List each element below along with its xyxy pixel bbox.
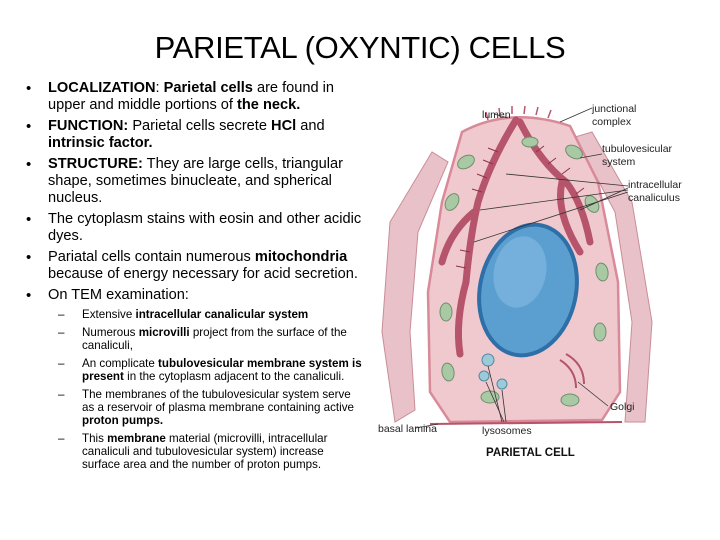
sub-bullet-item: Numerous microvilli project from the sur… <box>48 326 364 352</box>
bullet-item: FUNCTION: Parietal cells secrete HCl and… <box>24 118 364 152</box>
text-segment: The membranes of the tubulovesicular sys… <box>82 388 354 414</box>
nucleus-highlight <box>493 236 547 308</box>
neighbor-cell-left <box>381 151 449 423</box>
text-segment: FUNCTION: <box>48 118 129 134</box>
neighbor-cell-right <box>574 131 653 423</box>
basal-lamina <box>429 421 623 425</box>
parietal-cell-diagram: lumen junctional complex tubulovesicular… <box>378 103 682 459</box>
text-segment: membrane <box>107 432 166 445</box>
diagram-caption: PARIETAL CELL <box>486 447 575 459</box>
text-segment: : <box>155 80 164 96</box>
text-segment: STRUCTURE: <box>48 156 143 172</box>
sub-bullet-item: Extensive intracellular canalicular syst… <box>48 308 364 321</box>
label-lumen: lumen <box>482 109 511 121</box>
label-junctional-line2: complex <box>592 116 632 128</box>
label-intracellular-line2: canaliculus <box>628 192 680 204</box>
text-segment: and <box>296 118 325 134</box>
text-segment: project from the surface of the canalicu… <box>82 326 347 352</box>
slide-title: PARIETAL (OXYNTIC) CELLS <box>154 30 566 65</box>
text-segment: material (microvilli, intracellular cana… <box>82 432 328 471</box>
label-junctional-line1: junctional <box>591 103 636 115</box>
text-segment: The cytoplasm stains with eosin and othe… <box>48 211 362 244</box>
text-segment: intracellular canalicular system <box>135 308 309 321</box>
text-segment: This <box>82 432 108 445</box>
text-segment: microvilli <box>138 326 190 339</box>
apical-microvilli <box>485 105 552 121</box>
text-segment: in the cytoplasm adjacent to the canalic… <box>123 370 345 383</box>
text-segment: Pariatal cells contain numerous <box>48 249 255 265</box>
text-segment: LOCALIZATION <box>48 80 156 96</box>
sub-bullet-item: This membrane material (microvilli, intr… <box>48 432 364 471</box>
label-basal-lamina: basal lamina <box>378 423 437 435</box>
bullet-item: STRUCTURE: They are large cells, triangu… <box>24 156 364 207</box>
bullet-item: On TEM examination: Extensive intracellul… <box>24 287 364 471</box>
text-segment: are found in upper and middle portions o… <box>48 80 335 113</box>
canaliculi-microvilli <box>455 145 585 269</box>
sub-bullet-item: An complicate tubulovesicular membrane s… <box>48 357 364 383</box>
bullet-item: LOCALIZATION: Parietal cells are found i… <box>24 80 364 114</box>
text-segment: Parietal cells secrete <box>128 118 272 134</box>
label-tubulovesicular-line1: tubulovesicular <box>602 143 673 155</box>
text-segment: because of energy necessary for acid sec… <box>48 266 358 282</box>
text-segment: HCl <box>271 118 297 134</box>
label-tubulovesicular-line2: system <box>602 156 636 168</box>
text-segment: mitochondria <box>254 249 348 265</box>
text-segment: tubulovesicular membrane system is prese… <box>82 357 362 383</box>
text-segment: Parietal cells <box>163 80 253 96</box>
leader-lines <box>415 107 629 429</box>
label-lysosomes: lysosomes <box>482 425 532 437</box>
text-segment: An complicate <box>82 357 159 370</box>
label-intracellular-line1: intracellular <box>628 179 682 191</box>
bullet-item: Pariatal cells contain numerous mitochon… <box>24 249 364 283</box>
text-segment: They are large cells, triangular shape, … <box>48 156 343 206</box>
lysosomes <box>478 353 508 390</box>
golgi <box>559 353 585 389</box>
text-segment: Numerous <box>82 326 139 339</box>
text-segment: the neck. <box>237 97 301 113</box>
sub-bullet-list: Extensive intracellular canalicular syst… <box>48 308 364 471</box>
bullet-item: The cytoplasm stains with eosin and othe… <box>24 211 364 245</box>
mitochondria <box>439 136 609 407</box>
text-segment: intrinsic factor. <box>48 135 153 151</box>
text-segment: On TEM examination: <box>48 287 189 303</box>
text-segment: proton pumps. <box>82 414 164 427</box>
bullet-list: LOCALIZATION: Parietal cells are found i… <box>24 80 364 476</box>
label-golgi: Golgi <box>610 401 635 413</box>
text-segment: Extensive <box>82 308 136 321</box>
sub-bullet-item: The membranes of the tubulovesicular sys… <box>48 388 364 427</box>
